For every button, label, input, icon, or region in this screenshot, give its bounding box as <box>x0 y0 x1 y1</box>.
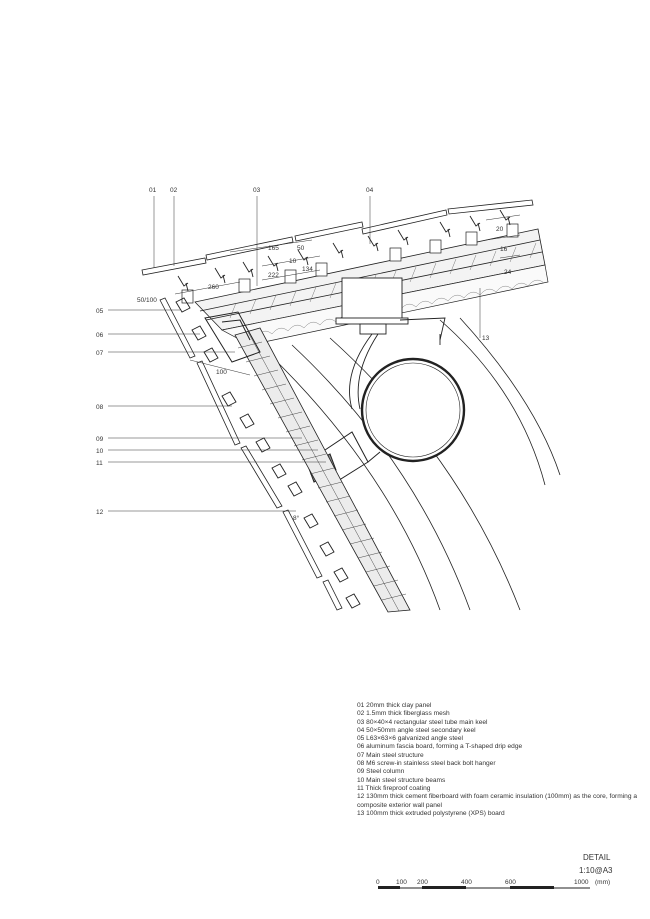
legend-item: 02 1.5mm thick fiberglass mesh <box>357 710 450 718</box>
legend-item: 05 L63×63×6 galvanized angle steel <box>357 735 463 743</box>
scale-tick-100: 100 <box>396 879 407 886</box>
dimension-lines <box>174 214 521 376</box>
scale-tick-600: 600 <box>505 879 516 886</box>
callout-03: 03 <box>253 187 261 194</box>
roof-clay-panels <box>141 199 534 276</box>
scale-unit: (mm) <box>595 879 610 886</box>
detail-scale: 1:10@A3 <box>579 866 613 875</box>
legend-item: 03 80×40×4 rectangular steel tube main k… <box>357 718 488 726</box>
scale-tick-0: 0 <box>376 879 380 886</box>
wall-clay-panels <box>159 297 343 611</box>
dim-16: 16 <box>500 246 508 253</box>
legend-item: 07 Main steel structure <box>357 751 424 759</box>
legend-item: 10 Main steel structure beams <box>357 776 446 784</box>
leader-lines <box>108 196 481 512</box>
callout-08: 08 <box>96 404 104 411</box>
dim-165: 165 <box>268 245 279 252</box>
wall-inclined-surfaces <box>264 317 561 611</box>
callout-04: 04 <box>366 187 374 194</box>
callout-10: 10 <box>96 448 104 455</box>
legend-item: 13 100mm thick extruded polystyrene (XPS… <box>357 809 505 817</box>
legend-item: 01 20mm thick clay panel <box>357 702 432 709</box>
dim-50: 50 <box>297 245 305 252</box>
legend-item: 08 M6 screw-in stainless steel back bolt… <box>357 760 496 768</box>
callout-07: 07 <box>96 350 104 357</box>
dim-100: 100 <box>216 369 227 376</box>
steel-column <box>360 357 466 463</box>
legend: 01 20mm thick clay panel 02 1.5mm thick … <box>357 702 647 818</box>
callout-09: 09 <box>96 436 104 443</box>
callout-01: 01 <box>149 187 157 194</box>
dim-20: 20 <box>496 226 504 233</box>
roof-keels <box>181 223 519 304</box>
callout-05: 05 <box>96 308 104 315</box>
callout-02: 02 <box>170 187 178 194</box>
dim-24: 24 <box>504 269 512 276</box>
scale-tick-400: 400 <box>461 879 472 886</box>
dim-260: 260 <box>208 284 219 291</box>
wall-brackets <box>175 297 361 609</box>
roof-hangers <box>177 209 511 292</box>
wall-composite-panel <box>234 327 411 613</box>
dim-10: 10 <box>289 258 297 265</box>
scale-tick-1000: 1000 <box>574 879 589 886</box>
callout-06: 06 <box>96 332 104 339</box>
callout-12: 12 <box>96 509 104 516</box>
callout-13: 13 <box>482 335 490 342</box>
legend-item: 06 aluminum fascia board, forming a T-sh… <box>357 743 523 751</box>
main-beam <box>335 277 409 410</box>
legend-item: 11 Thick fireproof coating <box>357 784 431 792</box>
detail-title: DETAIL <box>583 853 611 862</box>
legend-item: 04 50×50mm angle steel secondary keel <box>357 726 476 734</box>
dim-50-100: 50/100 <box>137 297 157 304</box>
corner-bracket <box>204 311 261 363</box>
scale-tick-200: 200 <box>417 879 428 886</box>
legend-item: 09 Steel column <box>357 768 405 776</box>
dim-134: 134 <box>302 266 313 273</box>
dim-222: 222 <box>268 272 279 279</box>
scale-bar: 0 100 200 400 600 1000 (mm) <box>376 879 610 889</box>
legend-item: 12 130mm thick cement fiberboard with fo… <box>357 793 637 809</box>
roof-drip-edge <box>399 317 446 345</box>
callout-11: 11 <box>96 460 103 467</box>
dim-angle: 8° <box>293 514 300 522</box>
